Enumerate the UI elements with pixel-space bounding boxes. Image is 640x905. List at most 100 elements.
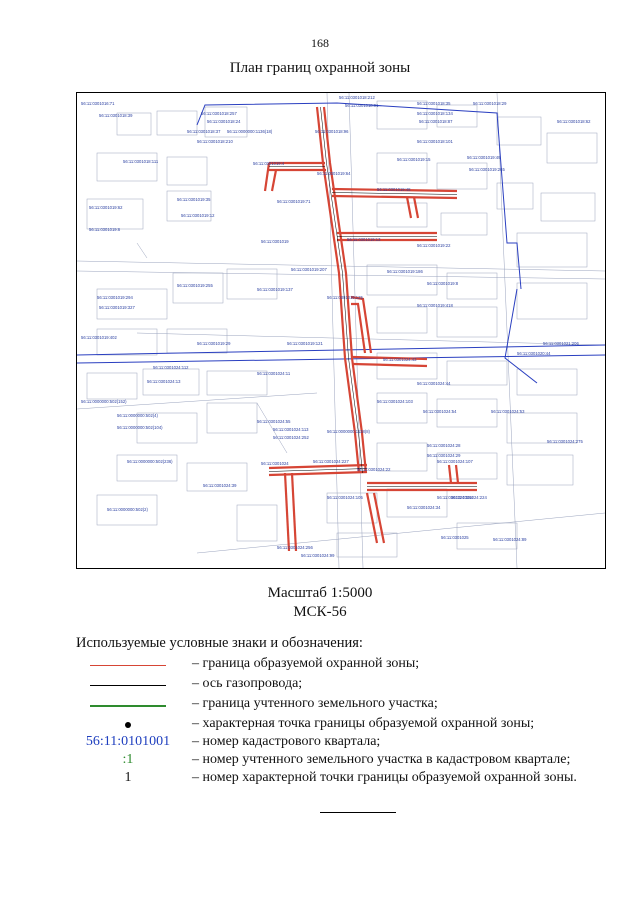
- cadastral-label: 56:11:0301018:210: [197, 139, 233, 144]
- cadastral-labels: 56:11:0301016:7156:11:0301018:21256:11:0…: [81, 95, 591, 558]
- cadastral-label: 56:11:0301024:29: [427, 453, 461, 458]
- cadastral-label: 56:11:0301020:44: [517, 351, 551, 356]
- cadastral-label: 56:11:0301019:15: [397, 157, 431, 162]
- cadastral-label: 56:11:0301024:34: [407, 505, 441, 510]
- cadastral-label: 56:11:0301019:64: [317, 171, 351, 176]
- legend-desc: – граница образуемой охранной зоны;: [192, 656, 420, 671]
- point-number-symbol: 1: [124, 770, 132, 785]
- bottom-rule: [320, 812, 396, 813]
- cadastral-label: 56:11:0301024:28: [427, 443, 461, 448]
- cadastral-label: 56:11:0000000:502(4): [117, 413, 159, 418]
- cadastral-label: 56:11:0301024:107: [437, 459, 473, 464]
- cadastral-label: 56:11:0301019:13: [347, 237, 381, 242]
- cadastral-label: 56:11:0301018:62: [557, 119, 591, 124]
- cadastral-label: 56:11:0301018:37: [187, 129, 221, 134]
- cadastral-label: 56:11:0301019:22: [417, 243, 451, 248]
- cadastral-label: 56:11:0301019:49: [467, 155, 501, 160]
- cadastral-label: 56:11:0301019:137: [257, 287, 293, 292]
- cadastral-label: 56:11:0301019:294: [97, 295, 133, 300]
- cadastral-label: 56:11:0301024:105: [327, 495, 363, 500]
- cadastral-label: 56:11:0000000:502(152): [81, 399, 127, 404]
- cadastral-label: 56:11:0301024:39: [203, 483, 237, 488]
- cadastral-label: 56:11:0301024:275: [547, 439, 583, 444]
- cadastral-label: 56:11:0301024:252: [273, 435, 309, 440]
- cadastral-label: 56:11:0301019:62: [89, 205, 123, 210]
- cadastral-label: 56:11:0301024:184: [437, 495, 473, 500]
- cadastral-label: 56:11:0301018:29: [473, 101, 507, 106]
- cadastral-label: 56:11:0301024:103: [377, 399, 413, 404]
- cadastral-label: 56:11:0301024:227: [313, 459, 349, 464]
- legend-item-point-number: 1 – номер характерной точки границы обра…: [76, 770, 616, 788]
- cadastral-label: 56:11:0301019:121: [287, 341, 323, 346]
- cadastral-label: 56:11:0301018:96: [315, 129, 349, 134]
- cadastral-label: 56:11:0301019:402: [81, 335, 117, 340]
- cadastral-label: 56:11:0301021:206: [543, 341, 579, 346]
- page-number: 168: [311, 36, 329, 50]
- cadastral-label: 56:11:0301018:39: [99, 113, 133, 118]
- cadastral-label: 56:11:0301019:418: [417, 303, 453, 308]
- legend-desc: – граница учтенного земельного участка;: [192, 696, 438, 711]
- scale-text: Масштаб 1:5000: [267, 585, 373, 601]
- cadastral-label: 56:11:0301019:29: [197, 341, 231, 346]
- cadastral-label: 56:11:0301019:6: [89, 227, 121, 232]
- cadastral-label: 56:11:0301024:113: [273, 427, 309, 432]
- legend-item-gas-axis: – ось газопровода;: [76, 676, 616, 694]
- legend-item-parcel-number: :1 – номер учтенного земельного участка …: [76, 752, 616, 770]
- parcel-boundary-symbol: [90, 705, 166, 707]
- cadastral-label: 56:11:0301024:99: [301, 553, 335, 558]
- cadastral-label: 56:11:0000000:502(236): [127, 459, 173, 464]
- cadastral-label: 56:11:0301024:55: [257, 419, 291, 424]
- cadastral-label: 56:11:0301025: [441, 535, 469, 540]
- cadastral-label: 56:11:0301019:8: [427, 281, 459, 286]
- quarter-boundary: [77, 102, 605, 384]
- cadastral-label: 56:11:0000000:502(104): [117, 425, 163, 430]
- cadastral-label: 56:11:0301018:134: [417, 111, 453, 116]
- cadastral-label: 56:11:0301024:11: [257, 371, 291, 376]
- cadastral-label: 56:11:0301024:54: [423, 409, 457, 414]
- cadastral-label: 56:11:0301019:186: [387, 269, 423, 274]
- legend-item-quarter-number: 56:11:0101001 – номер кадастрового кварт…: [76, 734, 616, 752]
- legend-item-boundary-point: – характерная точка границы образуемой о…: [76, 716, 616, 734]
- cadastral-label: 56:11:0301019:4: [253, 161, 285, 166]
- parcel-number-symbol: :1: [122, 752, 134, 767]
- cadastral-label: 56:11:0301019: [261, 239, 289, 244]
- cadastral-label: 56:11:0301024:22: [357, 467, 391, 472]
- cadastral-label: 56:11:0301024:224: [451, 495, 487, 500]
- cadastral-label: 56:11:0301019:207: [291, 267, 327, 272]
- cadastral-label: 56:11:0000000:1138(8): [327, 429, 371, 434]
- zone-boundary: [263, 106, 477, 552]
- cadastral-label: 56:11:0301018:87: [419, 119, 453, 124]
- cadastral-label: 56:11:0301019:71: [277, 199, 311, 204]
- cadastral-label: 56:11:0301024: [261, 461, 289, 466]
- gas-axis: [268, 106, 477, 487]
- map-canvas: 56:11:0301016:7156:11:0301018:21256:11:0…: [77, 93, 605, 568]
- legend-desc: – номер кадастрового квартала;: [192, 734, 381, 749]
- cadastral-label: 56:11:0301018:101: [417, 139, 453, 144]
- boundary-point-symbol: [125, 722, 131, 728]
- cadastral-label: 56:11:0301019:35: [177, 197, 211, 202]
- cadastral-label: 56:11:0301024:44: [417, 381, 451, 386]
- cadastral-label: 56:11:0301024:43: [383, 357, 417, 362]
- cadastral-label: 56:11:0301019:125: [327, 295, 363, 300]
- legend-desc: – номер учтенного земельного участка в к…: [192, 752, 571, 767]
- cadastral-label: 56:11:0301024:89: [493, 537, 527, 542]
- legend-desc: – номер характерной точки границы образу…: [192, 770, 577, 785]
- cadastral-label: 56:11:0000000:502(2): [107, 507, 149, 512]
- cadastral-label: 56:11:0301019:255: [177, 283, 213, 288]
- gas-axis-symbol: [90, 685, 166, 686]
- cadastral-label: 56:11:0301018:24: [207, 119, 241, 124]
- cadastral-label: 56:11:0301019:327: [99, 305, 135, 310]
- cadastral-label: 56:11:0301018:257: [201, 111, 237, 116]
- legend-item-parcel-boundary: – граница учтенного земельного участка;: [76, 696, 616, 714]
- cadastral-label: 56:11:0301019:48: [377, 187, 411, 192]
- legend-heading: Используемые условные знаки и обозначени…: [76, 635, 363, 651]
- cadastral-label: 56:11:0301019:12: [181, 213, 215, 218]
- legend-desc: – характерная точка границы образуемой о…: [192, 716, 535, 731]
- cadastral-label: 56:11:0000000:1136(18): [227, 129, 273, 134]
- crs-text: МСК-56: [293, 604, 347, 620]
- cadastral-label: 56:11:0301018:91: [345, 103, 379, 108]
- cadastral-label: 56:11:0301018:111: [123, 159, 159, 164]
- cadastral-label: 56:11:0301019:265: [469, 167, 505, 172]
- cadastral-label: 56:11:0301024:112: [153, 365, 189, 370]
